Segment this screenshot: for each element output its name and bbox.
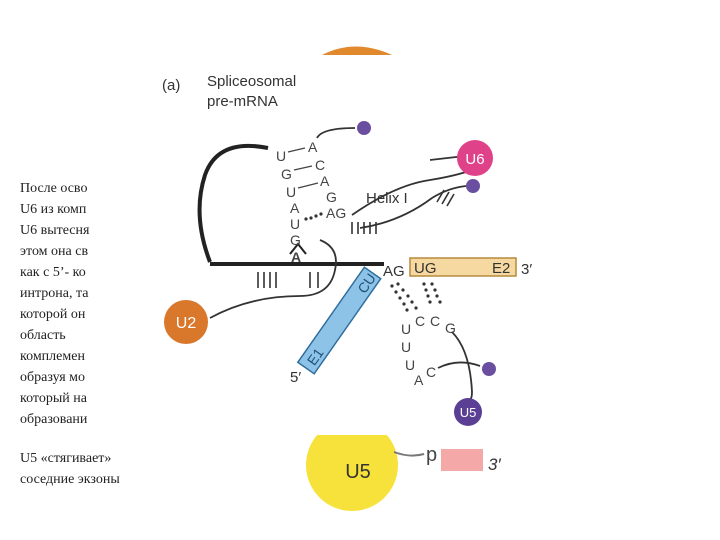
exon2-ug: UG	[414, 260, 437, 277]
nt-label: A	[414, 372, 424, 388]
purple-dot	[357, 121, 371, 135]
nt-label: C	[415, 313, 425, 329]
five-prime-label: 5′	[290, 369, 301, 386]
text-line: интрона, та	[20, 286, 89, 301]
nt-label: A	[290, 200, 300, 216]
text-line: После осво	[20, 181, 88, 196]
exon1-group: E1 CU	[296, 266, 382, 375]
nt-label: C	[315, 157, 325, 173]
text-line: которой он	[20, 307, 86, 322]
panel-label: (a)	[162, 77, 180, 94]
text-line: U5 «стягивает»	[20, 451, 112, 466]
u6-circle	[457, 140, 493, 176]
text-line: образовани	[20, 412, 88, 427]
text-line: соседние экзоны	[20, 472, 120, 487]
text-line: этом она св	[20, 244, 89, 259]
p-label: p	[426, 444, 437, 466]
u2-label: U2	[176, 315, 197, 332]
text-line: как с 5’- ко	[20, 265, 86, 280]
text-line: комплемен	[20, 349, 85, 364]
text-line: образуя мо	[20, 370, 86, 385]
nt-label: U	[286, 184, 296, 200]
nt-label: U	[401, 321, 411, 337]
nt-label: A	[320, 173, 330, 189]
intron-loop	[197, 143, 269, 263]
nt-label: U	[276, 148, 286, 164]
nt-label: U	[290, 216, 300, 232]
ag-label: AG	[326, 205, 346, 221]
purple-dot	[482, 362, 496, 376]
branch-a: A	[291, 249, 301, 265]
text-line: U6 вытесня	[20, 223, 90, 238]
u6-label: U6	[465, 151, 484, 168]
figure-panel	[158, 55, 558, 435]
nt-label: G	[326, 189, 337, 205]
helix-label: Helix I	[366, 190, 408, 207]
u5-small-circle	[454, 398, 482, 426]
text-line: область	[20, 328, 66, 343]
pink-exon	[441, 449, 483, 471]
orange-shape	[322, 46, 392, 55]
text-line: U6 из комп	[20, 202, 87, 217]
u5-large-circle	[306, 419, 398, 511]
title-line-2: pre-mRNA	[207, 93, 278, 110]
purple-dot	[466, 179, 480, 193]
nt-label: A	[308, 139, 318, 155]
nt-label: G	[281, 166, 292, 182]
nt-label: G	[445, 320, 456, 336]
nt-label: U	[401, 339, 411, 355]
u5-large-label: U5	[345, 461, 371, 483]
text-line: который на	[20, 391, 87, 406]
exon2-label: E2	[492, 260, 510, 277]
u2-circle	[164, 300, 208, 344]
nt-label: C	[430, 313, 440, 329]
bottom-3prime: 3′	[488, 455, 501, 474]
ag-junction: AG	[383, 263, 405, 280]
exon1-box	[296, 266, 382, 375]
nt-label: U	[405, 357, 415, 373]
body-text-2: U5 «стягивает» соседние экзоны	[20, 448, 170, 490]
title-line-1: Spliceosomal	[207, 73, 296, 90]
three-prime-label: 3′	[521, 261, 532, 278]
body-text-1: После осво U6 из комп U6 вытесня этом он…	[20, 178, 170, 430]
nt-label: C	[426, 364, 436, 380]
nt-label: G	[290, 232, 301, 248]
exon2-box	[409, 257, 517, 277]
u5-small-label: U5	[460, 405, 477, 420]
